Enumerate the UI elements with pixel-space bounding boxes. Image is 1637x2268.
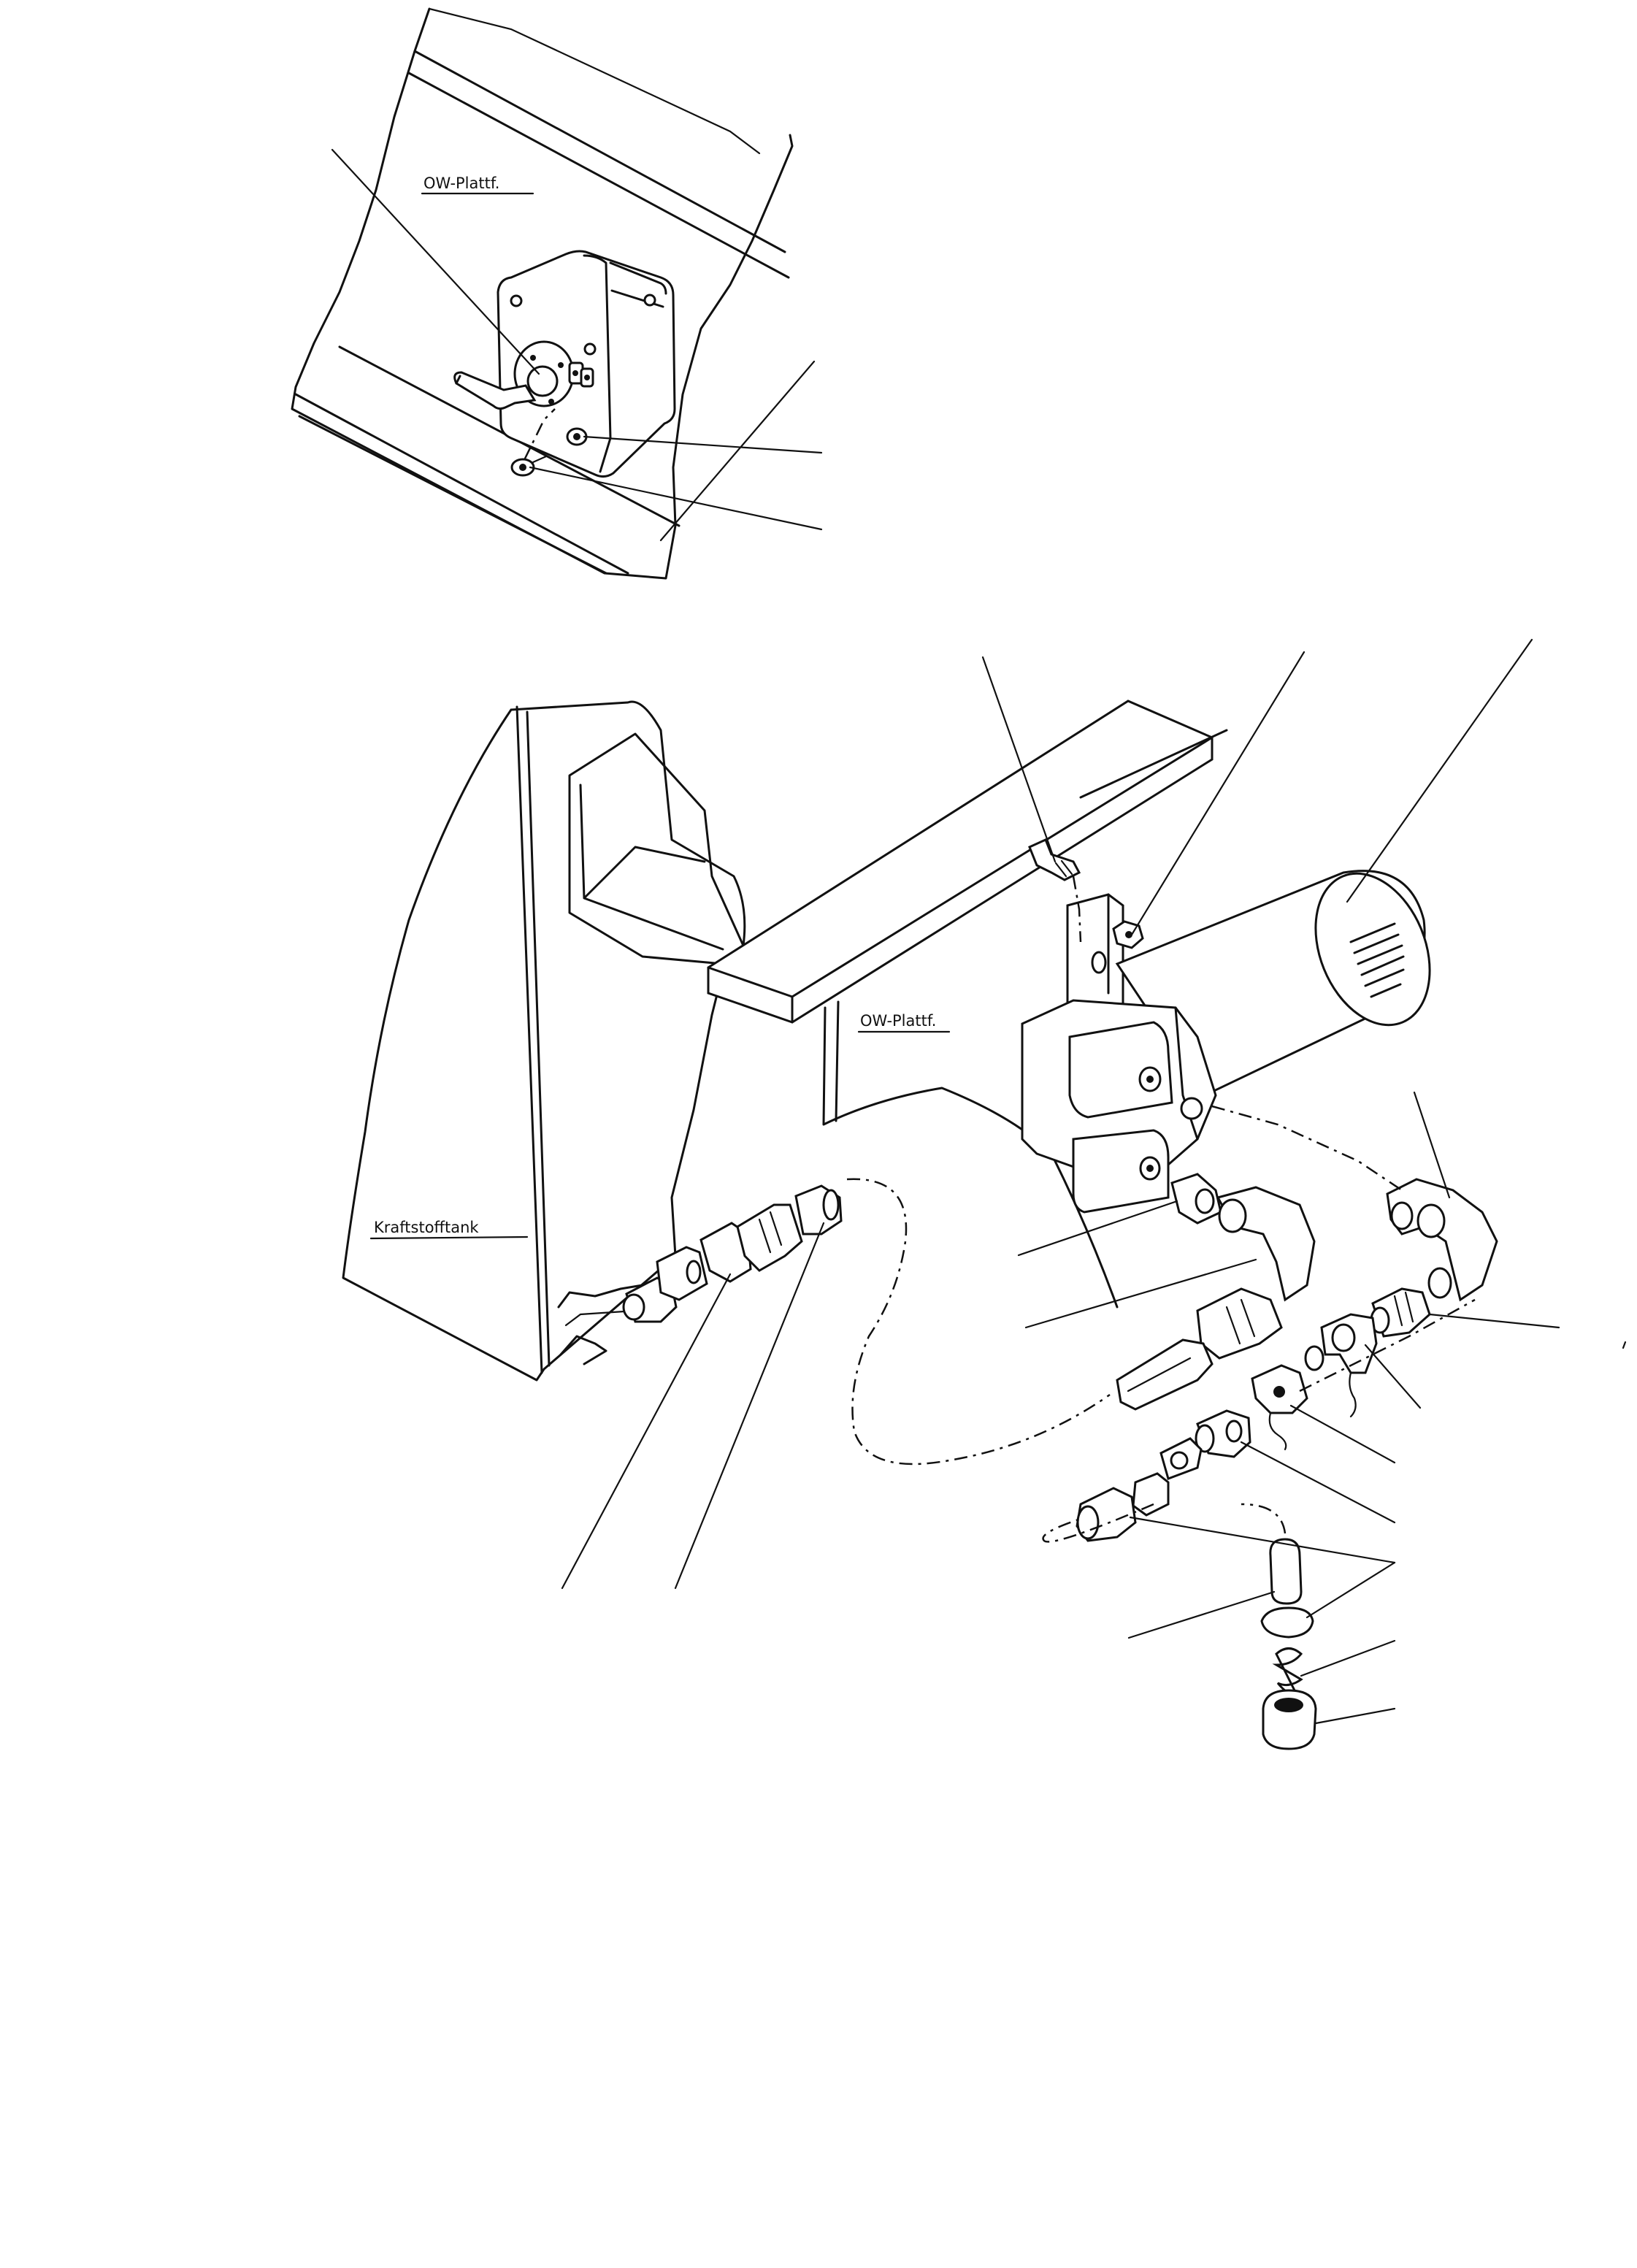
leader-drain-plug: [1314, 1707, 1396, 1725]
leader-right-elbow: [1413, 1091, 1451, 1199]
assembly-axis-right: [1211, 1105, 1403, 1192]
leader-tank-hose-sleeve: [674, 1222, 825, 1590]
fuel-tank-front-edge-2: [526, 710, 551, 1367]
fuel-tank-pocket: [568, 732, 745, 965]
terminal-nuts: [568, 361, 594, 388]
right-elbow-upper: [1386, 1178, 1498, 1302]
leader-banjo-bolt: [1240, 1441, 1396, 1524]
leader-seal-ring: [1306, 1561, 1396, 1619]
top-detail-view: OW-Plattf.: [291, 7, 823, 580]
seal-ring: [1260, 1606, 1314, 1639]
label-ow-plattf-main: OW-Plattf.: [860, 1012, 936, 1030]
top-panel-bevel-upper-2: [407, 72, 790, 279]
filter-label-marks: [1349, 922, 1405, 998]
leader-lines-main: [561, 638, 1560, 1725]
top-panel-bevel-lower-3: [298, 415, 607, 575]
right-fittings: [1159, 1178, 1498, 1480]
hex-screw-top: [510, 455, 548, 477]
fuel-tank-outline: [342, 700, 746, 1382]
leader-tank-fitting-nut: [561, 1273, 732, 1590]
leader-key-switch: [331, 148, 540, 375]
leader-spring: [1300, 1639, 1396, 1677]
separator-parts: [1042, 1472, 1317, 1750]
ow-platform: OW-Plattf.: [707, 700, 1228, 1309]
leader-banjo-fitting: [1289, 1404, 1396, 1464]
underline-kraftstofftank: [369, 1235, 529, 1240]
port-upper: [1068, 1021, 1173, 1119]
fuel-filter-assembly: [1021, 870, 1431, 1214]
platform-beam: [707, 700, 1214, 1024]
fuel-tank-pocket-inner: [579, 784, 724, 951]
label-ow-plattf-top: OW-Plattf.: [423, 175, 499, 192]
tank-fitting-nut: [699, 1222, 752, 1283]
leader-filter-outlet: [1017, 1200, 1178, 1257]
port-lower: [1072, 1129, 1170, 1214]
leader-right-nipple: [1428, 1313, 1560, 1329]
leader-mounting-nut: [1130, 651, 1306, 936]
platform-upright: [822, 1006, 1119, 1309]
stray-mark: [1622, 1341, 1627, 1349]
hose-to-tank: [622, 1178, 1111, 1466]
leader-mounting-bolt: [981, 656, 1057, 863]
hose-end-fitting: [1196, 1287, 1283, 1360]
switch-box: [497, 250, 676, 478]
top-panel-bevel-upper-1: [413, 50, 786, 253]
leader-filter-screen: [1127, 1590, 1276, 1639]
top-panel-bevel-lower-2: [294, 393, 629, 575]
top-panel-top-edge: [428, 7, 761, 155]
leader-cap-nut: [1129, 1516, 1396, 1564]
leader-hex-screw-top: [529, 466, 823, 531]
right-washer-2: [1304, 1345, 1324, 1371]
mounting-nut: [1112, 920, 1144, 949]
leader-hose-elbow: [1024, 1258, 1257, 1329]
fuel-tank-front-edge-1: [515, 705, 543, 1374]
top-panel-outline: [291, 7, 794, 580]
right-washer-1: [1427, 1267, 1452, 1299]
tank-fitting-hose-end: [736, 1203, 803, 1272]
leader-hex-nut-top: [583, 435, 823, 454]
fuel-tank-outlet-port: [557, 1284, 644, 1365]
platform-rail: [1079, 729, 1228, 799]
leader-filter-canister: [1346, 638, 1533, 903]
hose-to-filter: [1116, 1173, 1316, 1411]
leader-switch-box: [659, 360, 816, 542]
spring: [1272, 1647, 1303, 1700]
hose-sleeve: [1116, 1338, 1214, 1411]
bolt-axis: [1072, 876, 1082, 943]
label-kraftstofftank: Kraftstofftank: [374, 1219, 479, 1236]
threaded-spacer: [1132, 1472, 1170, 1517]
fuel-tank: Kraftstofftank: [342, 700, 746, 1382]
leader-right-elbow-lower: [1364, 1344, 1422, 1409]
filter-screen: [1269, 1538, 1303, 1605]
